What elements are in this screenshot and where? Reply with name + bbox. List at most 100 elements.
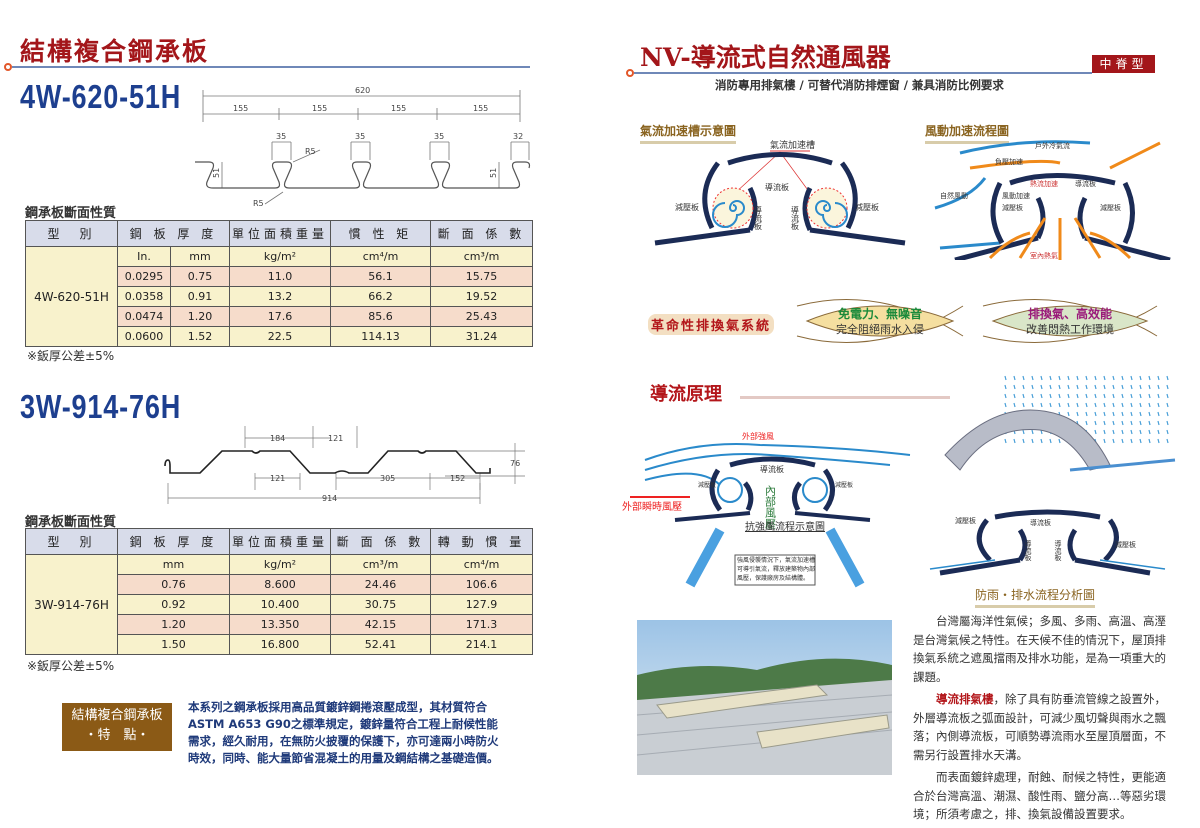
- svg-text:減壓板: 減壓板: [698, 481, 716, 489]
- svg-text:35: 35: [434, 132, 444, 141]
- page-title-right: NV-導流式自然通風器: [640, 43, 891, 72]
- title-divider: [634, 72, 1092, 74]
- svg-text:620: 620: [355, 86, 370, 95]
- rain-drainage-diagram: 導流板 減壓板 減壓板 導流板 導流板: [929, 509, 1166, 576]
- svg-text:導流板: 導流板: [791, 205, 800, 231]
- svg-text:減壓板: 減壓板: [855, 202, 879, 212]
- svg-text:R5: R5: [253, 199, 264, 207]
- svg-text:32: 32: [513, 132, 523, 141]
- paragraph-design-text: ，除了具有防垂流管線之設置外，外層導流板之弧面設計，可減少風切聲與雨水之飄落；內…: [913, 692, 1166, 762]
- factory-roof-photo: [637, 620, 892, 775]
- svg-text:免電力、無噪音: 免電力、無噪音: [838, 306, 922, 321]
- feature-box-subtitle: ・特 點・: [84, 728, 150, 743]
- svg-text:減壓板: 減壓板: [675, 202, 699, 212]
- tolerance-note-3w: ※鈑厚公差±5%: [27, 659, 115, 673]
- section-title-3w: 鋼承板斷面性質: [25, 515, 117, 530]
- strong-wind-diagram: 強風侵襲情況下，氣流加速槽可導引氣流，釋放建築物內部風壓，保護廠房及結構體。 外…: [622, 431, 911, 588]
- title-divider: [12, 66, 530, 68]
- profile-4w-drawing: 620 155 155 155 155 35 35 35 32 R5 R5 51…: [195, 86, 531, 207]
- subtitle: 消防專用排氣樓 / 可替代消防排煙窗 / 兼具消防比例要求: [715, 78, 1004, 92]
- title-dot-icon: [4, 63, 12, 71]
- svg-text:155: 155: [233, 104, 248, 113]
- title-dot-icon: [626, 69, 634, 77]
- svg-text:減壓板: 減壓板: [1115, 540, 1136, 549]
- feature-label-box: 結構複合鋼承板 ・特 點・: [62, 703, 172, 751]
- type-badge: 中脊型: [1092, 55, 1155, 73]
- svg-text:155: 155: [473, 104, 488, 113]
- svg-text:51: 51: [212, 168, 221, 178]
- slogan-main: 革命性排換氣系統: [648, 314, 775, 335]
- svg-text:305: 305: [380, 474, 395, 483]
- diagram1-caption: 氣流加速槽示意圖: [640, 122, 737, 144]
- svg-text:室內熱氣: 室內熱氣: [1030, 251, 1058, 260]
- svg-text:減壓板: 減壓板: [1002, 203, 1023, 212]
- svg-text:減壓板: 減壓板: [835, 481, 853, 489]
- feature-description: 本系列之鋼承板採用高品質鍍鋅鋼捲滾壓成型，其材質符合ASTM A653 G90之…: [188, 700, 499, 765]
- svg-text:35: 35: [355, 132, 365, 141]
- wind-acceleration-diagram: 戶外冷氣流 負壓加速 自然風動 風動加速 熱流加速 導流板 減壓板 減壓板 室內…: [934, 140, 1171, 260]
- diagram2-caption: 風動加速流程圖: [925, 122, 1010, 144]
- paragraph-coating: 而表面鍍鋅處理，耐蝕、耐候之特性，更能適合於台灣高溫、潮濕、酸性雨、鹽分高…等惡…: [913, 770, 1166, 821]
- svg-text:外部瞬時風壓: 外部瞬時風壓: [622, 500, 682, 513]
- model-4w-title: 4W-620-51H: [20, 78, 182, 115]
- svg-text:導流板: 導流板: [1030, 518, 1051, 527]
- svg-text:完全阻絕雨水入侵: 完全阻絕雨水入侵: [836, 322, 924, 336]
- svg-text:內部風壓: 內部風壓: [764, 485, 777, 529]
- tolerance-note-4w: ※鈑厚公差±5%: [27, 349, 115, 363]
- rain-wind-illustration: [944, 375, 1176, 472]
- svg-text:R5: R5: [305, 147, 316, 156]
- svg-text:減壓板: 減壓板: [1100, 203, 1121, 212]
- svg-text:導流板: 導流板: [1054, 539, 1062, 562]
- properties-table-3w: 型 別鋼 板 厚 度單位面積重量斷 面 係 數轉 動 慣 量 3W-914-76…: [25, 528, 533, 655]
- svg-text:抗強風流程示意圖: 抗強風流程示意圖: [745, 520, 825, 533]
- paragraph-design: 導流排氣樓，除了具有防垂流管線之設置外，外層導流板之弧面設計，可減少風切聲與雨水…: [913, 690, 1175, 764]
- svg-text:76: 76: [510, 459, 520, 468]
- svg-text:自然風動: 自然風動: [940, 191, 968, 200]
- profile-3w-drawing: 184 121 121 305 152 914 76: [164, 426, 525, 504]
- svg-text:導流板: 導流板: [1024, 539, 1032, 562]
- svg-text:導流板: 導流板: [1075, 179, 1096, 188]
- page-title-left: 結構複合鋼承板: [20, 37, 210, 66]
- model-3w-title: 3W-914-76H: [20, 388, 182, 425]
- svg-text:121: 121: [270, 474, 285, 483]
- svg-text:排換氣、高效能: 排換氣、高效能: [1028, 306, 1112, 321]
- rain-caption: 防雨・排水流程分析圖: [975, 586, 1096, 608]
- svg-text:改善悶熱工作環境: 改善悶熱工作環境: [1026, 322, 1114, 336]
- slogan-leaves: 免電力、無噪音 完全阻絕雨水入侵 排換氣、高效能 改善悶熱工作環境: [796, 298, 1158, 344]
- svg-text:氣流加速槽: 氣流加速槽: [770, 139, 815, 151]
- section-title-4w: 鋼承板斷面性質: [25, 206, 117, 221]
- svg-text:熱流加速: 熱流加速: [1030, 179, 1058, 188]
- svg-text:121: 121: [328, 434, 343, 443]
- airflow-slot-diagram: 氣流加速槽 導流板 減壓板 減壓板 導流板 導流板: [654, 139, 906, 246]
- svg-text:導流板: 導流板: [760, 464, 784, 474]
- paragraph-climate: 台灣屬海洋性氣候；多風、多雨、高溫、高溼是台灣氣候之特性。在天候不佳的情況下，屋…: [913, 614, 1166, 684]
- svg-text:914: 914: [322, 494, 337, 503]
- principle-title: 導流原理: [650, 384, 722, 405]
- svg-text:152: 152: [450, 474, 465, 483]
- feature-box-title: 結構複合鋼承板: [71, 708, 163, 723]
- svg-text:184: 184: [270, 434, 285, 443]
- svg-text:戶外冷氣流: 戶外冷氣流: [1035, 141, 1070, 150]
- svg-text:155: 155: [312, 104, 327, 113]
- svg-text:風動加速: 風動加速: [1002, 191, 1030, 200]
- svg-text:導流板: 導流板: [765, 182, 789, 192]
- svg-text:導流板: 導流板: [754, 205, 763, 231]
- svg-text:35: 35: [276, 132, 286, 141]
- svg-text:減壓板: 減壓板: [955, 516, 976, 525]
- highlight-product: 導流排氣樓: [936, 692, 994, 706]
- principle-note: 強風侵襲情況下，氣流加速槽可導引氣流，釋放建築物內部風壓，保護廠房及結構體。: [737, 557, 815, 582]
- svg-text:負壓加速: 負壓加速: [995, 157, 1023, 166]
- description-text: 台灣屬海洋性氣候；多風、多雨、高溫、高溼是台灣氣候之特性。在天候不佳的情況下，屋…: [913, 612, 1175, 828]
- principle-divider: [740, 396, 950, 399]
- svg-text:51: 51: [489, 168, 498, 178]
- svg-text:155: 155: [391, 104, 406, 113]
- svg-text:外部強風: 外部強風: [742, 431, 774, 441]
